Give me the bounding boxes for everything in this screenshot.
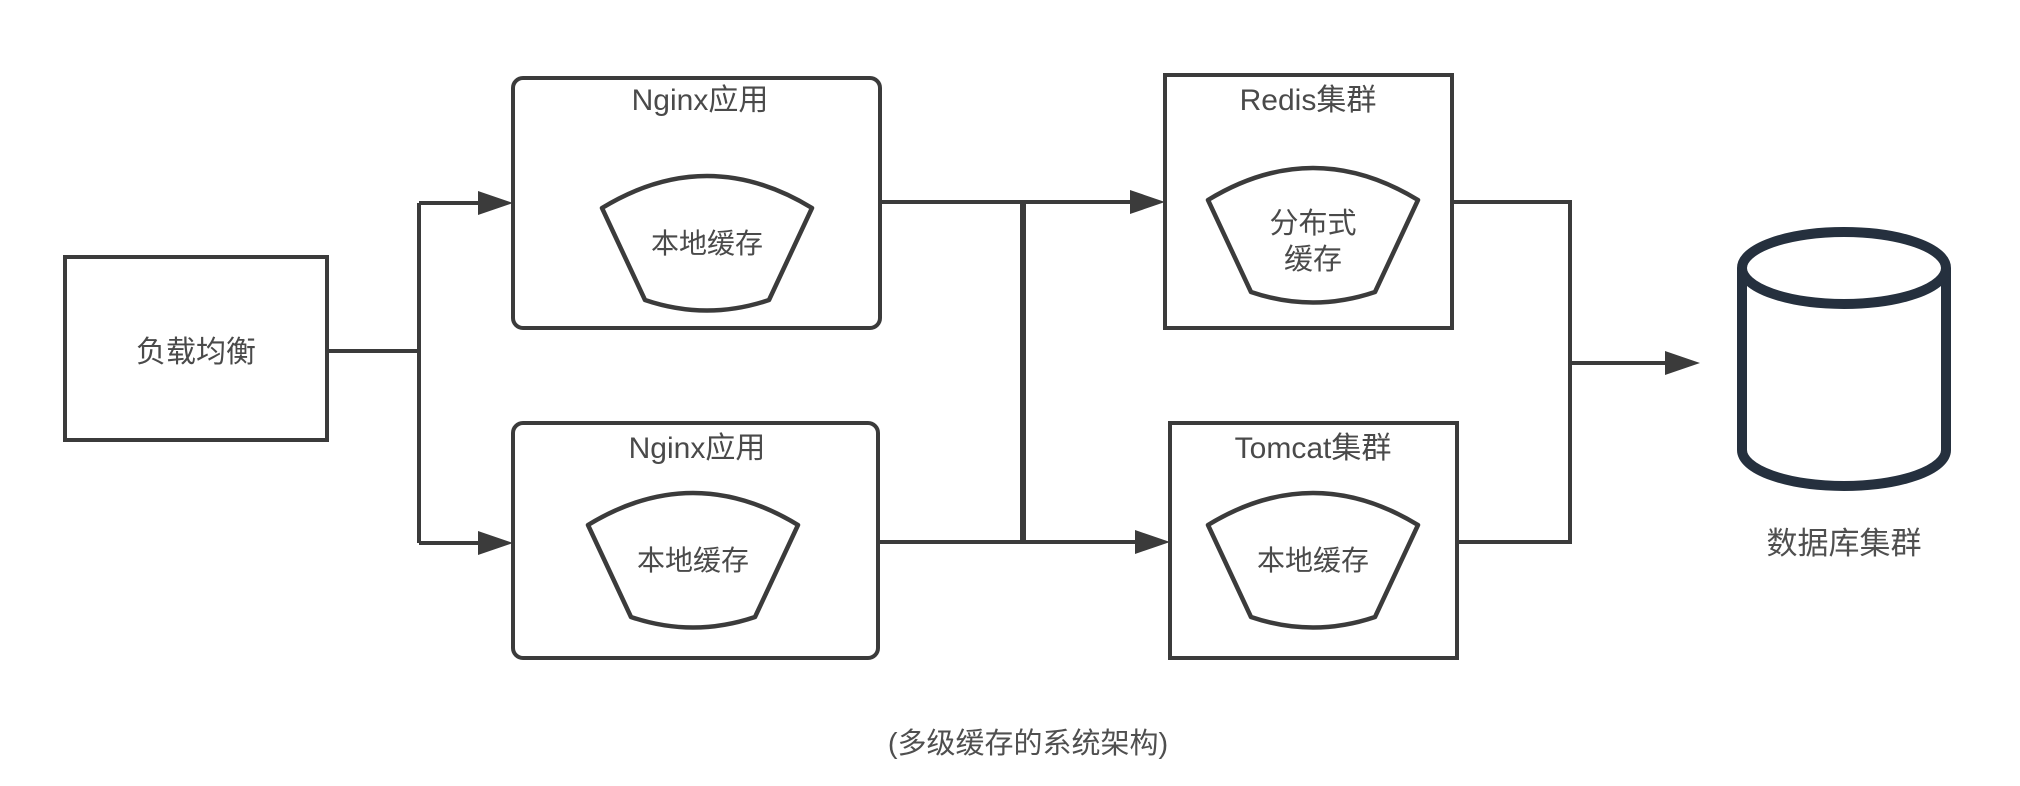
database-cylinder-body [1737, 268, 1951, 491]
redis-label: Redis集群 [1240, 84, 1377, 117]
tomcat-cache-label: 本地缓存 [1257, 545, 1369, 576]
arrowhead-nginx-bottom [478, 531, 513, 555]
diagram-caption: (多级缓存的系统架构) [888, 727, 1168, 760]
node-redis: Redis集群 分布式 缓存 [1163, 73, 1454, 330]
database-label: 数据库集群 [1767, 526, 1922, 561]
connector-group [327, 190, 1700, 555]
load-balancer-box [63, 255, 329, 442]
node-tomcat: Tomcat集群 本地缓存 [1168, 421, 1459, 660]
nginx-top-label: Nginx应用 [632, 84, 769, 117]
arrowhead-nginx-top [478, 191, 513, 215]
arrowhead-tomcat [1135, 530, 1170, 554]
redis-cache-label-line1: 分布式 [1269, 207, 1356, 240]
arrowhead-database [1665, 351, 1700, 375]
nginx-bottom-cache-label: 本地缓存 [637, 545, 749, 576]
load-balancer-label: 负载均衡 [136, 336, 256, 369]
node-database: 数据库集群 [1737, 227, 1951, 561]
node-nginx-bottom: Nginx应用 本地缓存 [511, 421, 880, 660]
arrowhead-redis [1130, 190, 1165, 214]
database-cylinder-top [1737, 227, 1951, 309]
tomcat-label: Tomcat集群 [1235, 432, 1392, 465]
node-nginx-top: Nginx应用 本地缓存 [511, 76, 882, 330]
nginx-bottom-label: Nginx应用 [629, 432, 766, 465]
node-load-balancer: 负载均衡 [63, 255, 329, 442]
nginx-top-cache-label: 本地缓存 [651, 228, 763, 259]
redis-cache-label-line2: 缓存 [1284, 243, 1342, 276]
